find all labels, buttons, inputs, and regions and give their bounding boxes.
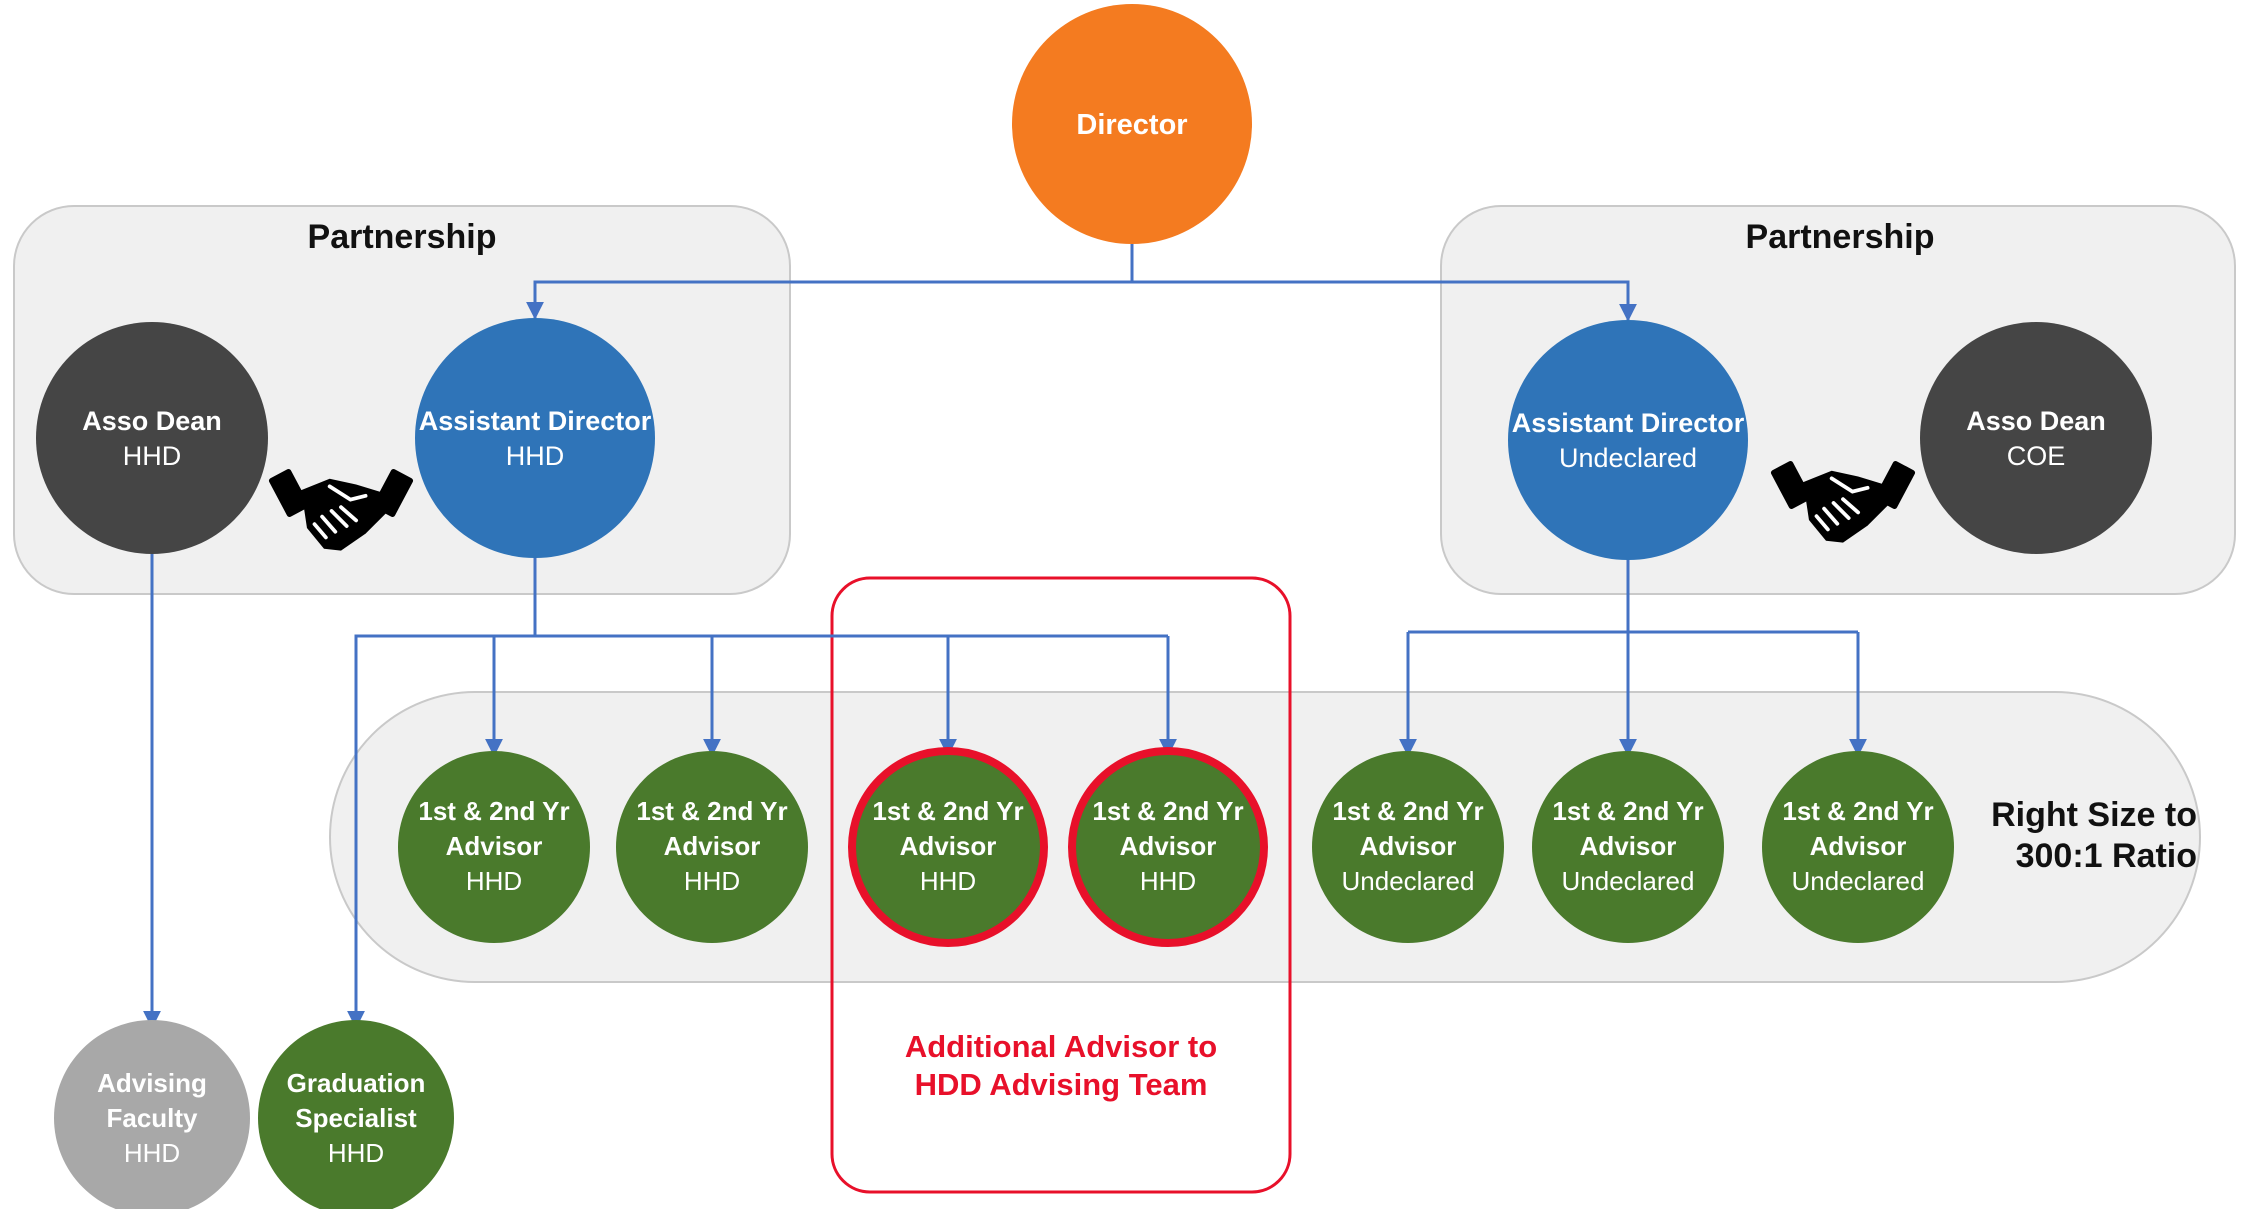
advisor-7: 1st & 2nd Yr Advisor Undeclared: [1762, 751, 1954, 943]
additional-note-line2: HDD Advising Team: [915, 1067, 1208, 1102]
connector-director-to-left-assistant: [526, 280, 1132, 320]
graduation-unit: HHD: [328, 1138, 384, 1168]
advisor-6-line1: 1st & 2nd Yr: [1552, 796, 1703, 826]
advisor-2-line2: Advisor: [664, 831, 761, 861]
right-panel-title: Partnership: [1746, 218, 1935, 256]
right-dean-title: Asso Dean: [1966, 406, 2106, 436]
left-dean-unit: HHD: [123, 441, 182, 471]
advisor-5-line2: Advisor: [1360, 831, 1457, 861]
left-panel-title: Partnership: [308, 218, 497, 256]
right-assistant-title: Assistant Director: [1512, 408, 1745, 438]
advisor-5-unit: Undeclared: [1342, 866, 1475, 896]
advisor-2-line1: 1st & 2nd Yr: [636, 796, 787, 826]
advisor-6-line2: Advisor: [1580, 831, 1677, 861]
graduation-line2: Specialist: [295, 1103, 417, 1133]
faculty-unit: HHD: [124, 1138, 180, 1168]
advisor-1-line2: Advisor: [446, 831, 543, 861]
left-assistant-unit: HHD: [506, 441, 565, 471]
advisor-3-new: 1st & 2nd Yr Advisor HHD: [848, 747, 1048, 947]
advisor-5: 1st & 2nd Yr Advisor Undeclared: [1312, 751, 1504, 943]
graduation-line1: Graduation: [287, 1068, 426, 1098]
connector-director-to-right-assistant: [1132, 280, 1637, 322]
advisor-1: 1st & 2nd Yr Advisor HHD: [398, 751, 590, 943]
advisor-6-unit: Undeclared: [1562, 866, 1695, 896]
connector-to-graduation-specialist: [347, 634, 535, 1029]
advisor-7-unit: Undeclared: [1792, 866, 1925, 896]
advisor-4-line2: Advisor: [1120, 831, 1217, 861]
advisor-2: 1st & 2nd Yr Advisor HHD: [616, 751, 808, 943]
connectors: [143, 244, 1867, 1029]
advisor-2-unit: HHD: [684, 866, 740, 896]
advisor-7-line1: 1st & 2nd Yr: [1782, 796, 1933, 826]
additional-advisor-box: [830, 576, 1292, 1194]
ratio-note-line1: Right Size to: [1991, 796, 2197, 834]
director-node: Director: [1012, 4, 1252, 244]
advising-faculty-node: Advising Faculty HHD: [54, 1020, 250, 1209]
graduation-specialist-node: Graduation Specialist HHD: [258, 1020, 454, 1209]
advisor-1-unit: HHD: [466, 866, 522, 896]
advisor-7-line2: Advisor: [1810, 831, 1907, 861]
faculty-line1: Advising: [97, 1068, 207, 1098]
ratio-note-line2: 300:1 Ratio: [2016, 837, 2197, 875]
advisor-5-line1: 1st & 2nd Yr: [1332, 796, 1483, 826]
right-assistant-unit: Undeclared: [1559, 443, 1697, 473]
director-title: Director: [1076, 109, 1187, 141]
advisor-4-new: 1st & 2nd Yr Advisor HHD: [1068, 747, 1268, 947]
right-dean-node: Asso Dean COE: [1920, 322, 2152, 554]
advisor-4-unit: HHD: [1140, 866, 1196, 896]
left-assistant-title: Assistant Director: [419, 406, 652, 436]
advisor-4-line1: 1st & 2nd Yr: [1092, 796, 1243, 826]
right-dean-unit: COE: [2007, 441, 2066, 471]
additional-note-line1: Additional Advisor to: [905, 1029, 1217, 1064]
left-dean-node: Asso Dean HHD: [36, 322, 268, 554]
right-assistant-node: Assistant Director Undeclared: [1508, 320, 1748, 560]
advisor-6: 1st & 2nd Yr Advisor Undeclared: [1532, 751, 1724, 943]
advisor-3-unit: HHD: [920, 866, 976, 896]
left-dean-title: Asso Dean: [82, 406, 222, 436]
advisor-3-line1: 1st & 2nd Yr: [872, 796, 1023, 826]
advisor-3-line2: Advisor: [900, 831, 997, 861]
left-assistant-node: Assistant Director HHD: [415, 318, 655, 558]
faculty-line2: Faculty: [106, 1103, 198, 1133]
advisor-1-line1: 1st & 2nd Yr: [418, 796, 569, 826]
